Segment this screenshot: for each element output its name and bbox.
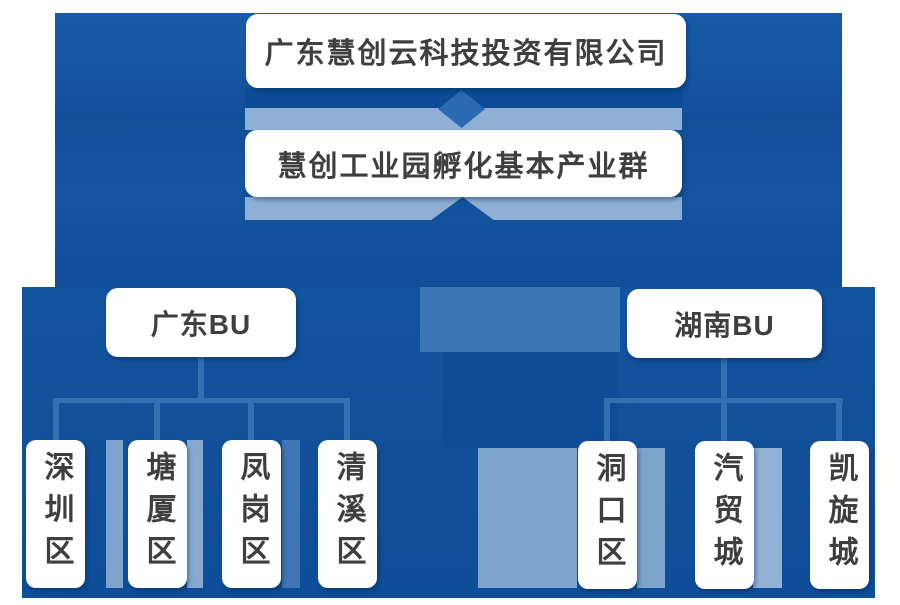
connector-stem <box>154 398 160 440</box>
node-district-shenzhen-label: 深圳区 <box>39 451 73 577</box>
node-district-kaixuancheng: 凯旋城 <box>810 441 869 589</box>
node-district-dongkou: 洞口区 <box>578 441 637 589</box>
node-company-root: 广东慧创云科技投资有限公司 <box>246 14 686 88</box>
node-bu-guangdong-label: 广东BU <box>150 308 252 340</box>
node-bu-guangdong: 广东BU <box>106 288 296 357</box>
connector-rail-hunan <box>605 398 843 403</box>
connector-stem <box>836 398 842 441</box>
node-district-qingxi: 清溪区 <box>318 440 377 588</box>
node-district-fenggang: 凤岗区 <box>222 440 281 588</box>
node-bu-hunan: 湖南BU <box>627 289 822 358</box>
connector-rail-guangdong <box>56 398 348 403</box>
node-district-qimaocheng-label: 汽贸城 <box>708 452 742 578</box>
node-district-kaixuancheng-label: 凯旋城 <box>823 452 857 578</box>
node-district-qingxi-label: 清溪区 <box>331 451 365 577</box>
node-district-tangxia: 塘厦区 <box>128 440 187 588</box>
node-district-fenggang-label: 凤岗区 <box>235 451 269 577</box>
node-district-qimaocheng: 汽贸城 <box>695 441 754 589</box>
node-company-root-label: 广东慧创云科技投资有限公司 <box>264 38 668 70</box>
connector-stem <box>721 398 727 441</box>
connector-stem <box>248 398 254 440</box>
node-industry-group: 慧创工业园孵化基本产业群 <box>245 130 682 197</box>
connector-riser-guangdong <box>198 357 204 400</box>
node-district-tangxia-label: 塘厦区 <box>141 451 175 577</box>
connector-stem <box>344 398 350 440</box>
connector-riser-hunan <box>721 358 727 400</box>
connector-stem <box>53 398 59 440</box>
node-district-shenzhen: 深圳区 <box>26 440 85 588</box>
node-district-dongkou-label: 洞口区 <box>591 452 625 578</box>
node-industry-group-label: 慧创工业园孵化基本产业群 <box>277 150 650 183</box>
node-bu-hunan-label: 湖南BU <box>674 309 775 341</box>
connector-stem <box>604 398 610 441</box>
